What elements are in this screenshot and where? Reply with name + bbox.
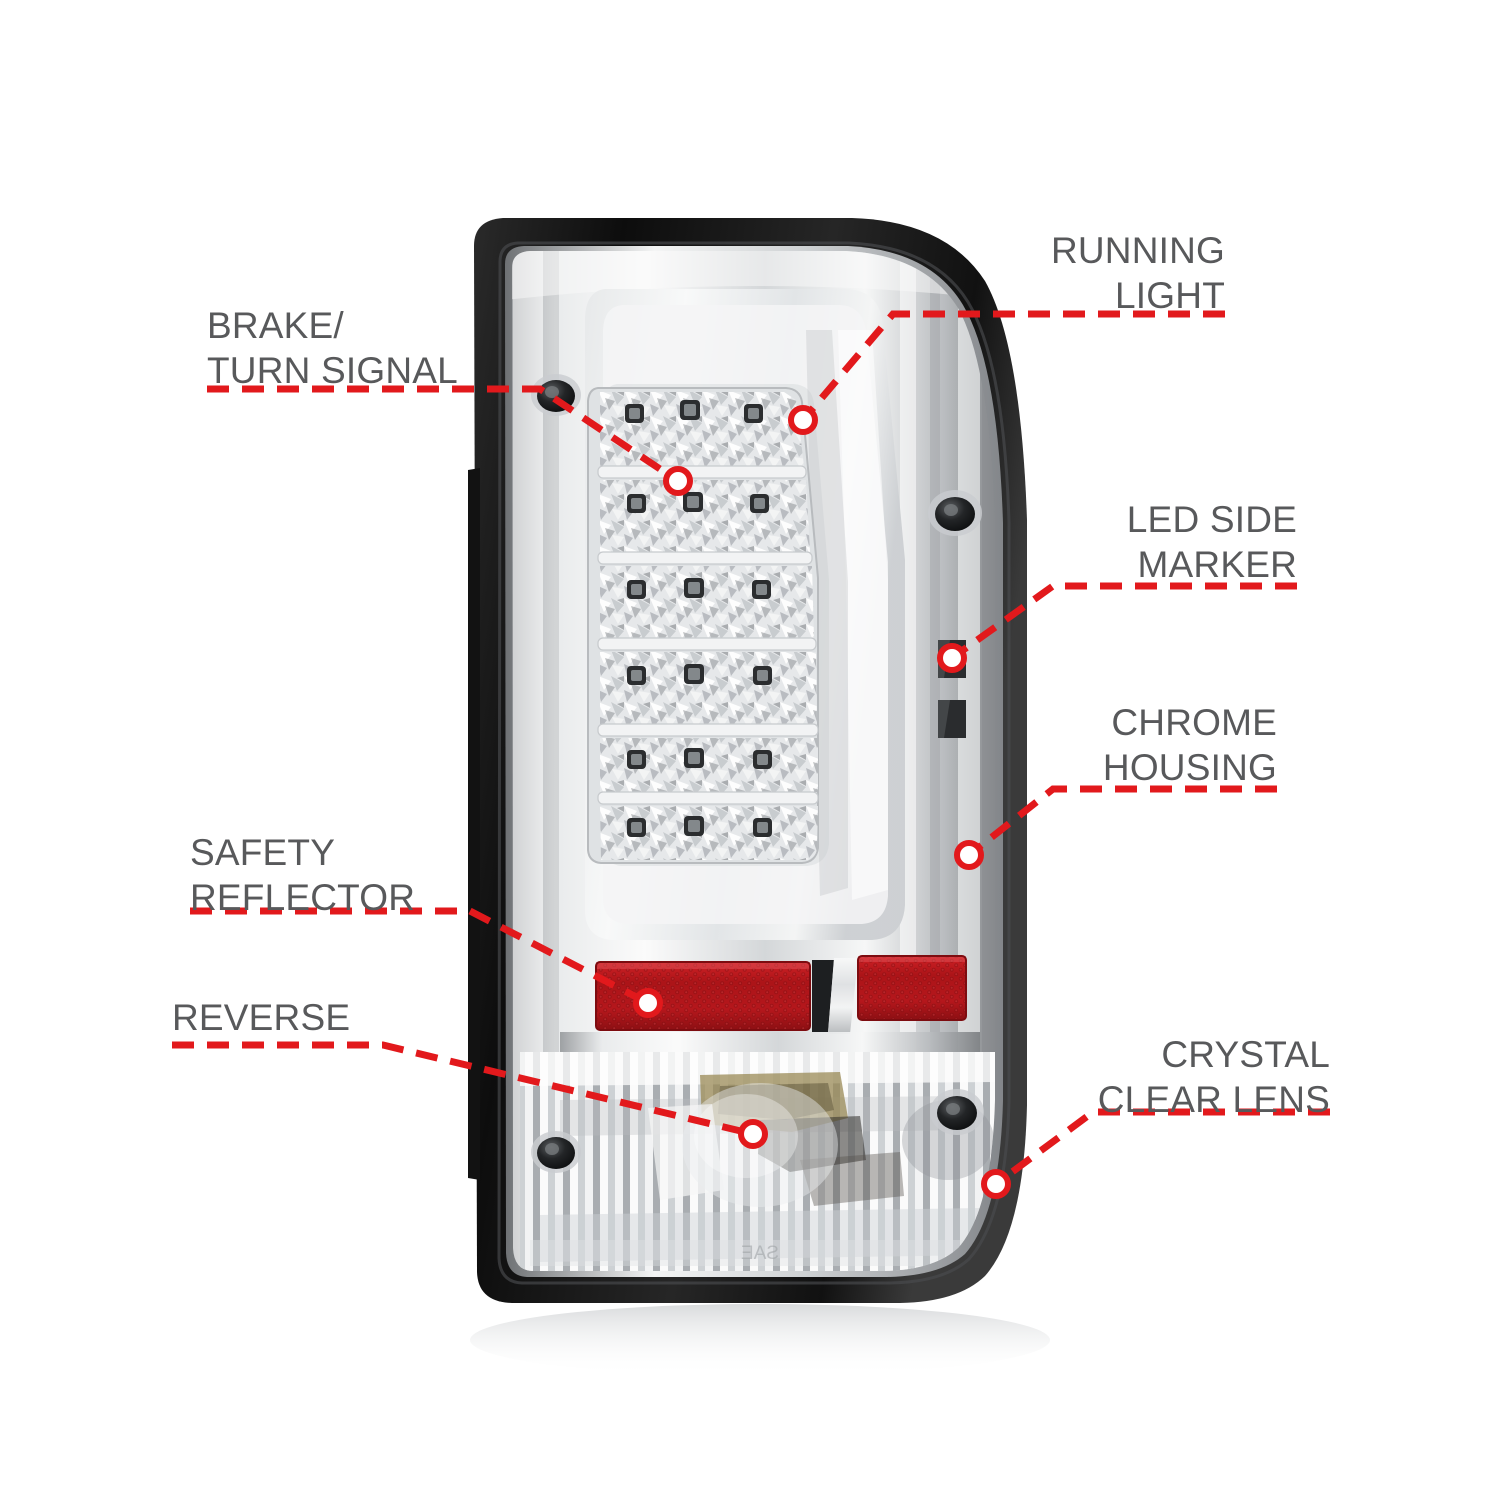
callout-label-safety-reflector: SAFETY REFLECTOR — [190, 832, 416, 918]
reverse-clear-lens: SAE — [520, 1052, 995, 1271]
leader-line-brake-turn-signal — [207, 385, 680, 484]
callout-label-crystal-clear-lens: CRYSTAL CLEAR LENS — [1097, 1034, 1330, 1120]
callout-label-reverse: REVERSE — [172, 997, 351, 1038]
leader-line-led-side-marker — [949, 582, 1297, 661]
callout-label-led-side-marker: LED SIDE MARKER — [1126, 499, 1297, 585]
mounting-screws — [531, 374, 984, 1173]
callout-dot-markers — [633, 405, 1011, 1199]
callout-dot-running-light[interactable] — [788, 405, 818, 435]
callout-dot-crystal-clear-lens[interactable] — [981, 1169, 1011, 1199]
callout-label-brake-turn-signal: BRAKE/ TURN SIGNAL — [207, 305, 458, 391]
product-shadow — [470, 1304, 1050, 1376]
callout-leader-lines — [172, 310, 1330, 1187]
leader-line-running-light — [800, 310, 1225, 423]
callout-label-chrome-housing: CHROME HOUSING — [1102, 702, 1277, 788]
callout-dot-safety-reflector[interactable] — [633, 988, 663, 1018]
safety-reflector-strips — [560, 955, 980, 1054]
callout-dot-chrome-housing[interactable] — [954, 840, 984, 870]
leader-line-reverse — [172, 1041, 754, 1138]
callout-label-running-light: RUNNING LIGHT — [1050, 230, 1225, 316]
leader-line-crystal-clear-lens — [993, 1108, 1330, 1187]
callout-dot-led-side-marker[interactable] — [937, 643, 967, 673]
brake-turn-signal-cluster — [587, 387, 819, 864]
svg-text:SAE: SAE — [741, 1243, 779, 1264]
leader-line-safety-reflector — [190, 907, 650, 1007]
callout-dot-reverse[interactable] — [738, 1119, 768, 1149]
callout-dot-brake-turn-signal[interactable] — [663, 466, 693, 496]
leader-line-chrome-housing — [966, 785, 1277, 858]
